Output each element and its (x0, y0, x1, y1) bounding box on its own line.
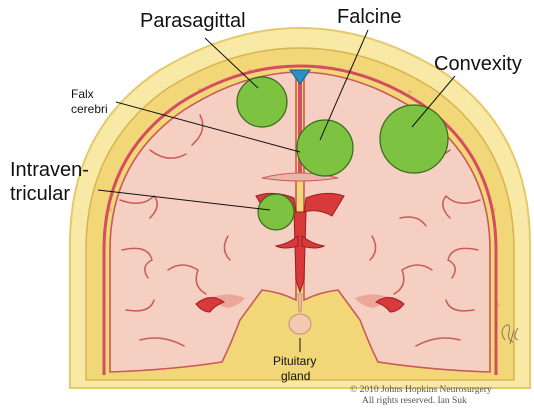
label-intraventricular-line2: tricular (10, 184, 70, 204)
label-falx-line2: cerebri (71, 102, 108, 116)
copyright-line1: © 2010 Johns Hopkins Neurosurgery (350, 385, 492, 396)
copyright-line2: All rights reserved. Ian Suk (362, 396, 467, 407)
tumor-convexity (380, 105, 448, 173)
tumor-parasagittal (237, 77, 287, 127)
pituitary-stalk (298, 294, 302, 312)
label-convexity: Convexity (434, 54, 522, 74)
pituitary-gland-shape (289, 314, 311, 334)
tumor-intraventricular (258, 194, 294, 230)
label-pituitary-line1: Pituitary (273, 354, 316, 368)
label-falx-line1: Falx (71, 87, 94, 101)
label-intraventricular-line1: Intraven- (10, 160, 89, 180)
label-pituitary-line2: gland (281, 369, 310, 383)
label-parasagittal: Parasagittal (140, 11, 246, 31)
label-falcine: Falcine (337, 7, 401, 27)
